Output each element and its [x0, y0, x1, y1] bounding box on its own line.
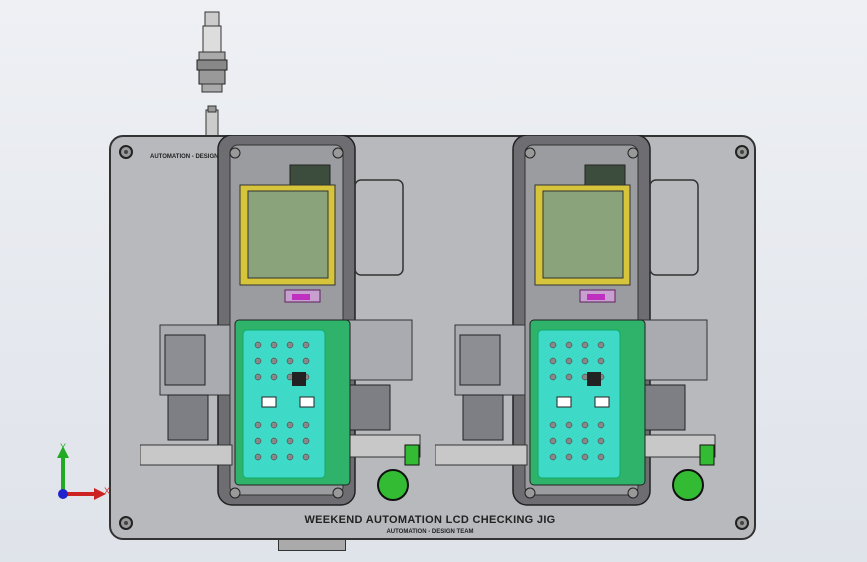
fixture-module-right[interactable] [435, 135, 735, 510]
fixture-module-left[interactable] [140, 135, 440, 510]
y-axis-label: Y [60, 442, 67, 452]
coordinate-triad-icon [57, 446, 106, 500]
drawing-subtitle: AUTOMATION - DESIGN TEAM [386, 529, 474, 535]
x-axis-label: X [104, 486, 111, 496]
drawing-title: WEEKEND AUTOMATION LCD CHECKING JIG [304, 514, 556, 526]
corner-screw [735, 516, 749, 530]
corner-screw [119, 145, 133, 159]
pneumatic-fitting [196, 11, 228, 137]
bottom-tab [278, 539, 346, 551]
corner-screw [735, 145, 749, 159]
corner-label: AUTOMATION - DESIGN [150, 154, 219, 160]
corner-screw [119, 516, 133, 530]
